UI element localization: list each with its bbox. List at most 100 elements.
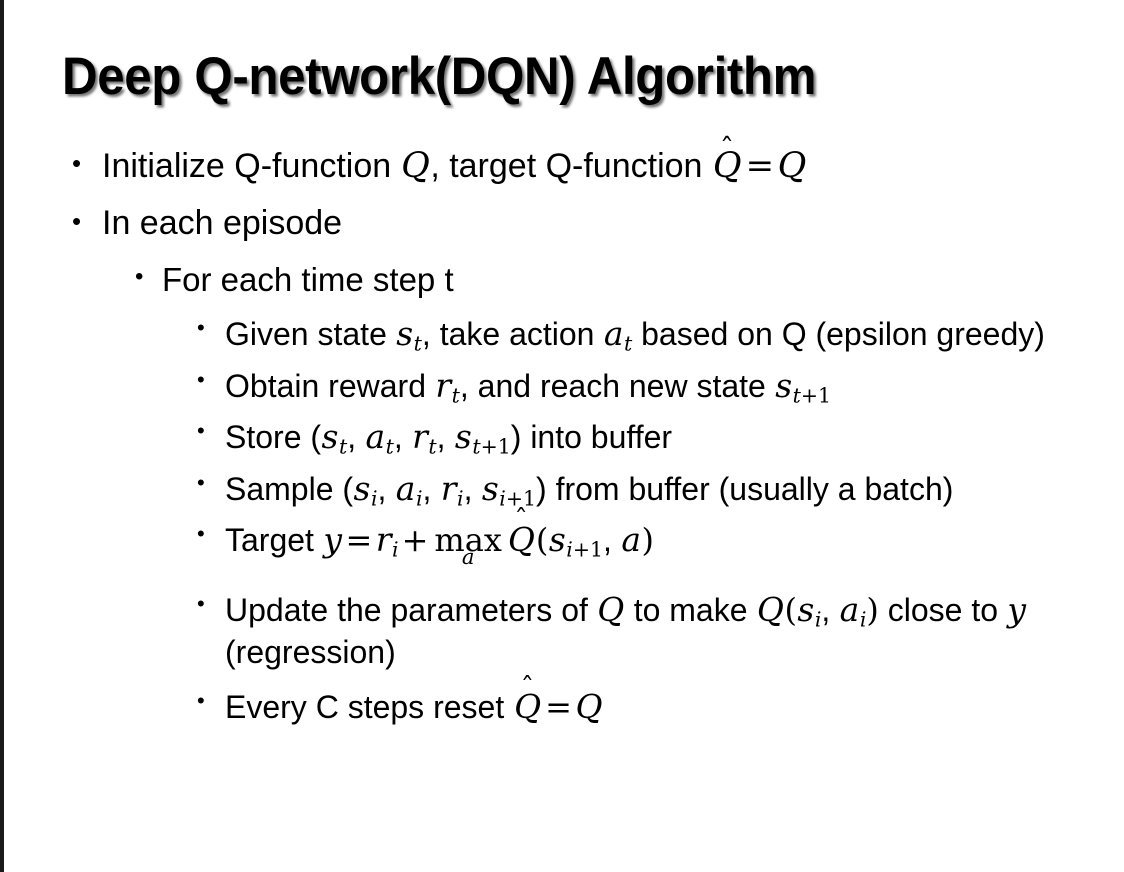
math-var-q: Q <box>575 687 603 727</box>
bullet-glyph: • <box>197 418 205 444</box>
list-item-initialize: • Initialize Q-function Q, target Q-func… <box>4 134 1124 186</box>
list-item-text: Sample (si, ai, ri, si+1) from buffer (u… <box>225 467 1098 510</box>
paren-close: ) <box>641 521 654 560</box>
list-item-update-parameters: • Update the parameters of Q to make Q(s… <box>4 588 1124 674</box>
sep-1: , <box>347 419 365 456</box>
sep-2: , <box>393 419 412 456</box>
math-sub-3: i <box>457 486 464 511</box>
hat-accent: ˆ <box>520 672 535 704</box>
math-sub-i2: i <box>859 607 867 631</box>
math-sub-2: t <box>385 434 394 459</box>
sub-italic-part: i <box>566 537 573 562</box>
bullet-glyph: • <box>197 366 205 392</box>
bullet-glyph: • <box>72 148 82 178</box>
list-item-text: Given state st, take action at based on … <box>225 312 1098 355</box>
math-var-q2: Q <box>777 145 807 186</box>
math-sub-t-plus-1: t+1 <box>472 435 510 459</box>
math-sub-i-plus-1: i+1 <box>566 538 603 562</box>
list-item-text: Update the parameters of Q to make Q(si,… <box>225 588 1098 674</box>
math-var-r: r <box>440 468 457 508</box>
sub-italic-part: i <box>499 486 506 511</box>
paren-open: ( <box>784 590 797 629</box>
math-qhat-base: Q <box>712 145 742 186</box>
list-item-store: • Store (st, at, rt, st+1) into buffer <box>4 415 1124 458</box>
text-mid: , target Q-function <box>430 147 712 185</box>
comma-sep: , <box>821 591 840 628</box>
sep-1: , <box>377 470 396 507</box>
list-item-text: For each time step t <box>162 260 454 298</box>
list-item-in-each-episode: • In each episode <box>4 204 1124 243</box>
math-sub-t: t <box>451 383 460 408</box>
math-var-a: a <box>365 417 386 457</box>
math-var-r: r <box>412 417 428 457</box>
bullet-glyph: • <box>197 590 205 616</box>
bullet-glyph: • <box>197 469 205 495</box>
text-tail2: (regression) <box>225 634 396 671</box>
bullet-glyph: • <box>197 688 205 714</box>
text-lead: Initialize Q-function <box>102 147 401 185</box>
math-var-q1: Q <box>597 589 625 629</box>
sub-upright-part: +1 <box>572 537 604 562</box>
algorithm-bullet-list: • Initialize Q-function Q, target Q-func… <box>4 134 1124 737</box>
math-var-s1: s <box>353 468 371 508</box>
text-mid: , and reach new state <box>459 367 775 404</box>
math-sub-t-plus-1: t+1 <box>793 383 831 407</box>
text-tail: close to <box>878 591 1007 628</box>
hat-accent: ˆ <box>514 505 528 537</box>
list-item-for-each-time-step: • For each time step t <box>4 261 1124 299</box>
bullet-glyph: • <box>72 205 82 236</box>
math-var-s2: s <box>454 417 472 457</box>
text-lead: Every C steps reset <box>225 689 514 726</box>
math-sub-1: i <box>370 486 378 511</box>
text-lead: Given state <box>225 316 396 353</box>
math-var-s: s <box>548 520 566 560</box>
math-plus: + <box>401 521 429 560</box>
text-mid: , take action <box>421 316 604 353</box>
bullet-glyph: • <box>135 262 144 290</box>
list-item-obtain-reward: • Obtain reward rt, and reach new state … <box>4 364 1124 407</box>
text-tail: ) from buffer (usually a batch) <box>536 470 954 507</box>
math-equals: = <box>545 688 572 727</box>
math-var-a: a <box>839 589 860 629</box>
sub-italic-part: t <box>792 383 801 408</box>
text-lead: Sample ( <box>225 470 354 507</box>
math-var-a: a <box>603 314 624 354</box>
math-sub-i: i <box>392 537 399 562</box>
math-var-q: Q <box>401 145 430 186</box>
text-tail: based on Q (epsilon greedy) <box>632 316 1045 353</box>
text-lead: Store ( <box>225 419 322 456</box>
math-qhat-base: Q <box>514 687 542 727</box>
math-var-a: a <box>395 468 416 508</box>
sep-3: , <box>463 470 482 507</box>
max-underset-var: a <box>461 543 475 569</box>
math-equals: = <box>745 146 775 186</box>
math-equals: = <box>345 521 373 560</box>
text-tail: ) into buffer <box>510 419 673 456</box>
math-var-s: s <box>797 589 815 629</box>
math-sub-3: t <box>428 434 437 459</box>
math-var-r: r <box>435 365 452 405</box>
math-var-y: y <box>1007 589 1027 629</box>
list-item-text: Initialize Q-function Q, target Q-functi… <box>102 134 1124 186</box>
list-item-text: Obtain reward rt, and reach new state st… <box>225 364 1098 407</box>
list-item-given-state: • Given state st, take action at based o… <box>4 312 1124 355</box>
math-var-y: y <box>323 520 342 560</box>
list-item-text: Store (st, at, rt, st+1) into buffer <box>225 415 1098 458</box>
hat-accent: ˆ <box>719 131 735 166</box>
sub-italic-part: t <box>472 434 481 459</box>
max-label: max <box>434 521 502 560</box>
paren-close: ) <box>866 590 879 629</box>
math-sub-t2: t <box>624 331 633 356</box>
sub-upright-part: +1 <box>480 434 511 459</box>
list-item-text: In each episode <box>102 203 343 242</box>
comma-sep: , <box>603 522 621 559</box>
text-lead: Update the parameters of <box>225 591 597 628</box>
math-var-s1: s <box>321 417 339 457</box>
math-var-s: s <box>775 365 793 405</box>
math-sub-t: t <box>413 331 422 356</box>
text-mid: to make <box>624 591 757 628</box>
